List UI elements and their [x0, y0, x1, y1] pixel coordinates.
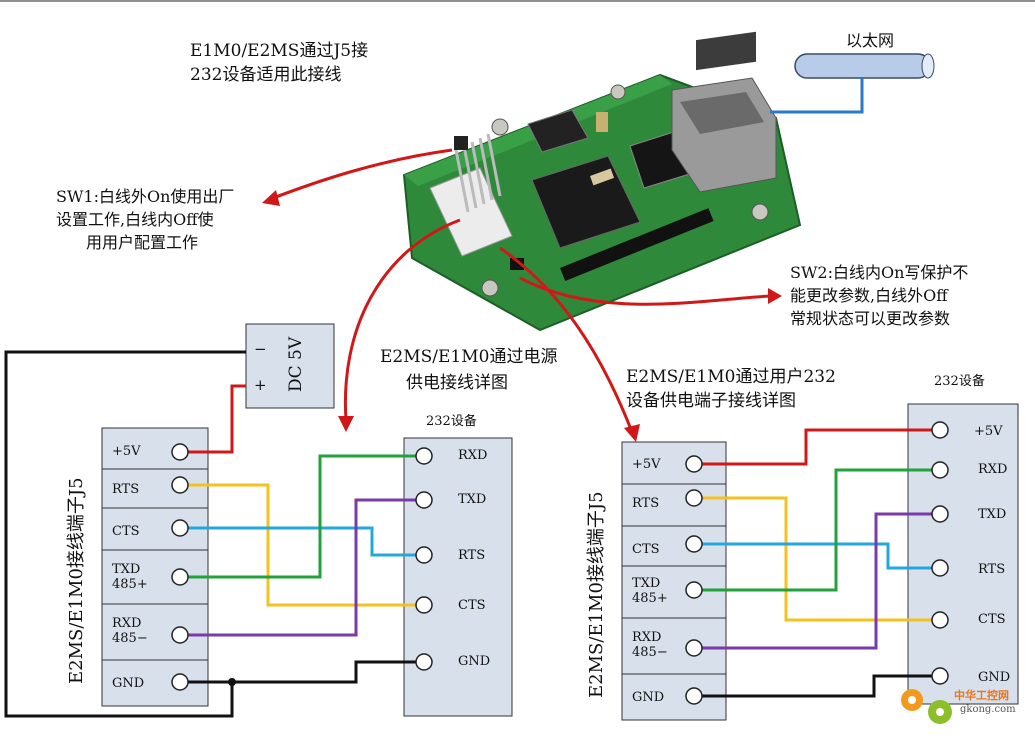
- left-device-pin-rxd: RXD: [458, 448, 488, 463]
- annotation-arrows: [267, 148, 771, 433]
- sw2-note-line-1: SW2:白线内On写保护不: [790, 263, 969, 282]
- left-j5-block: [101, 427, 209, 707]
- left-j5-pin-5v: +5V: [112, 444, 141, 459]
- right-device-pin-rts: RTS: [978, 562, 1006, 577]
- left-device-pin-rts: RTS: [458, 548, 486, 563]
- top-caption-line-2: 232设备适用此接线: [190, 65, 342, 85]
- left-device-pin-txd: TXD: [458, 492, 487, 507]
- right-j5-label: E2MS/E1M0接线端子J5: [586, 491, 607, 698]
- right-j5-pin-rts: RTS: [632, 496, 660, 511]
- ethernet-cable: [770, 53, 935, 114]
- right-diagram-title-line-1: E2MS/E1M0通过用户232: [626, 367, 836, 387]
- left-device-title: 232设备: [426, 414, 477, 429]
- right-device-pin-cts: CTS: [978, 612, 1006, 627]
- watermark-name: 中华工控网: [954, 689, 1009, 702]
- board-marking: E2M0: [503, 84, 529, 120]
- sw2-switch: [510, 258, 524, 270]
- right-wires: [694, 428, 940, 698]
- right-j5-pin-rxd: RXD 485−: [632, 630, 668, 660]
- left-j5-pin-cts: CTS: [112, 524, 140, 539]
- left-diagram-title-line-2: 供电接线详图: [406, 373, 508, 393]
- right-diagram-title-line-2: 设备供电端子接线详图: [626, 391, 796, 411]
- right-device-pin-txd: TXD: [978, 507, 1007, 522]
- power-supply-box: [245, 323, 335, 409]
- left-j5-label: E2MS/E1M0接线端子J5: [66, 477, 87, 684]
- sw1-note-line-2: 设置工作,白线内Off使: [56, 210, 214, 229]
- sw1-note-line-3: 用用户配置工作: [86, 233, 199, 252]
- power-minus-label: −: [254, 340, 267, 358]
- left-232-device-block: [403, 437, 513, 717]
- right-device-pin-rxd: RXD: [978, 462, 1008, 477]
- left-j5-pin-gnd: GND: [112, 676, 145, 691]
- j5-terminal-connector: [429, 133, 513, 257]
- right-device-pin-5v: +5V: [974, 424, 1003, 439]
- sw2-note-line-3: 常规状态可以更改参数: [790, 309, 951, 328]
- left-j5-pin-txd: TXD 485+: [112, 562, 148, 592]
- right-232-device-block: [907, 403, 1019, 705]
- sw1-note-line-1: SW1:白线外On使用出厂: [56, 187, 235, 206]
- right-device-title: 232设备: [934, 374, 985, 389]
- sw2-note-line-2: 能更改参数,白线外Off: [790, 286, 948, 305]
- right-j5-pin-txd: TXD 485+: [632, 576, 668, 606]
- circuit-board: E2M0: [402, 31, 802, 332]
- right-device-pin-gnd: GND: [978, 670, 1011, 685]
- right-j5-pin-5v: +5V: [632, 457, 661, 472]
- left-wires: [4, 350, 424, 718]
- terminal-circles: [171, 421, 949, 705]
- right-j5-pin-cts: CTS: [632, 542, 660, 557]
- watermark-url: gkong.com: [960, 704, 1016, 715]
- top-caption-line-1: E1M0/E2MS通过J5接: [190, 41, 369, 61]
- power-plus-label: +: [254, 376, 267, 394]
- right-j5-block: [621, 441, 727, 721]
- ethernet-jack: [671, 31, 777, 193]
- gkong-logo: [901, 689, 952, 724]
- power-supply-label: DC 5V: [286, 336, 306, 392]
- left-device-pin-gnd: GND: [458, 654, 491, 669]
- left-j5-pin-rts: RTS: [112, 482, 140, 497]
- left-device-pin-cts: CTS: [458, 598, 486, 613]
- left-j5-pin-rxd: RXD 485−: [112, 616, 148, 646]
- arrowheads: [262, 190, 782, 442]
- pin-header: [560, 208, 714, 281]
- right-j5-pin-gnd: GND: [632, 690, 665, 705]
- left-diagram-title-line-1: E2MS/E1M0通过电源: [380, 347, 558, 367]
- ethernet-label: 以太网: [846, 31, 895, 50]
